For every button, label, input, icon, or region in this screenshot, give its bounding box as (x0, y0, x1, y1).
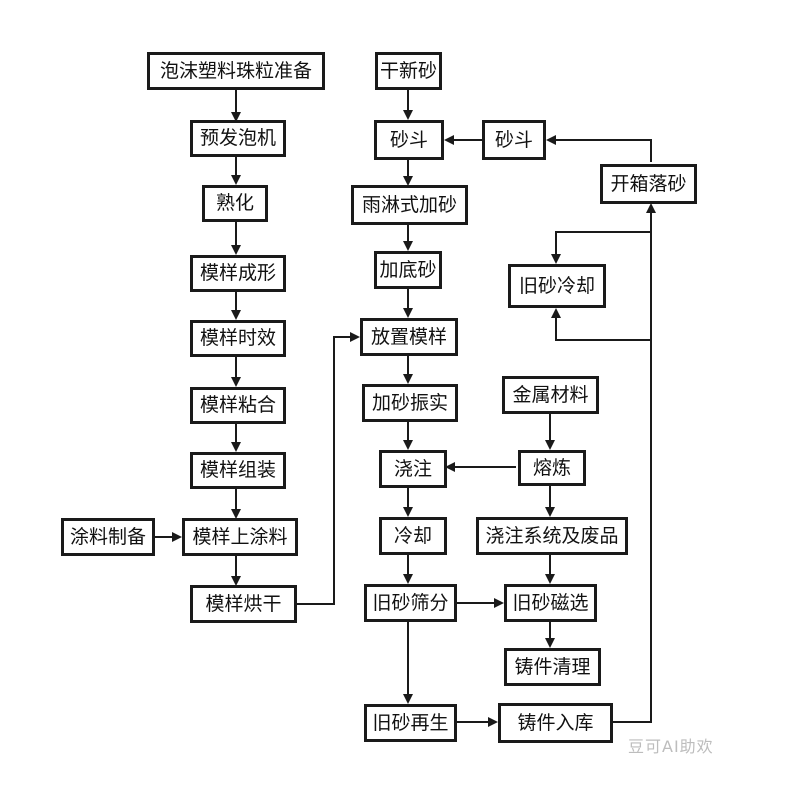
node-coating-prep: 涂料制备 (61, 518, 155, 556)
node-rain-sand: 雨淋式加砂 (351, 185, 468, 225)
node-storage: 铸件入库 (498, 703, 613, 743)
node-place-pattern: 放置模样 (360, 318, 458, 356)
node-pattern-dry: 模样烘干 (190, 585, 297, 623)
node-pattern-assemble: 模样组装 (190, 452, 286, 489)
node-gating-waste: 浇注系统及废品 (476, 517, 628, 555)
node-pattern-age: 模样时效 (190, 320, 286, 357)
node-old-cool: 旧砂冷却 (508, 264, 606, 308)
node-regen: 旧砂再生 (364, 704, 457, 742)
node-metal: 金属材料 (502, 376, 599, 414)
node-melt: 熔炼 (518, 450, 586, 486)
node-hopper: 砂斗 (374, 120, 444, 160)
node-cleaning: 铸件清理 (504, 648, 601, 686)
arrow-storage-to-openbox (613, 203, 656, 723)
arrow-loop-to-oldcool-bottom (551, 308, 651, 341)
node-pour: 浇注 (379, 450, 447, 488)
arrow-openbox-to-hopper2 (546, 135, 652, 162)
node-hopper-2: 砂斗 (482, 120, 546, 160)
node-dry-sand: 干新砂 (375, 52, 442, 90)
node-sand-vibrate: 加砂振实 (362, 384, 458, 422)
arrow-loop-to-oldcool-top (551, 231, 651, 264)
node-curing: 熟化 (202, 185, 268, 222)
arrow-dry-to-place (297, 332, 360, 605)
node-pattern-form: 模样成形 (190, 255, 286, 292)
node-open-box: 开箱落砂 (600, 164, 697, 204)
node-foam-prep: 泡沫塑料珠粒准备 (147, 52, 325, 90)
node-bottom-sand: 加底砂 (374, 251, 442, 289)
watermark-text: 豆可AI助欢 (628, 737, 714, 756)
node-magnetic: 旧砂磁选 (504, 584, 597, 622)
node-pattern-coat: 模样上涂料 (182, 518, 298, 556)
node-pattern-bond: 模样粘合 (190, 387, 286, 424)
node-old-screen: 旧砂筛分 (364, 584, 457, 622)
node-cool: 冷却 (379, 517, 447, 555)
node-pre-foam: 预发泡机 (190, 120, 286, 157)
